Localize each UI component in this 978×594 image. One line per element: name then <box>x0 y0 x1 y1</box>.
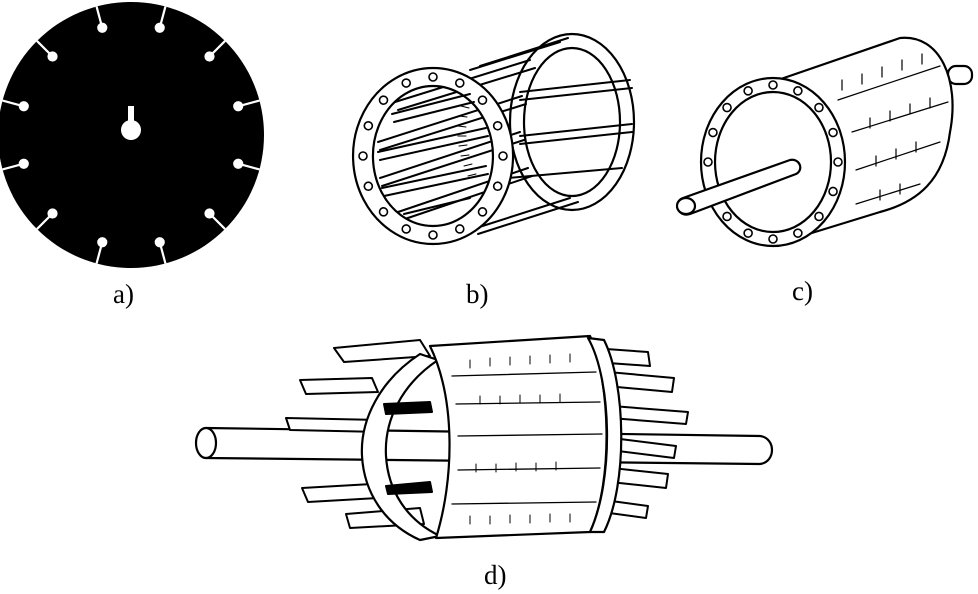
disc-slot-end <box>97 237 108 248</box>
bolt-hole <box>401 78 412 88</box>
bolt-hole <box>722 102 732 113</box>
panel-c: c) <box>675 36 974 306</box>
disc-slot-end <box>18 101 29 112</box>
caption-b: b) <box>466 279 489 309</box>
cooling-fins <box>285 339 689 529</box>
keyway <box>128 106 134 122</box>
bolt-hole <box>454 224 465 234</box>
bolt-hole <box>743 86 753 96</box>
bolt-hole <box>378 95 389 105</box>
bolt-hole <box>743 228 753 238</box>
bolt-hole <box>477 95 488 105</box>
bolt-hole <box>768 234 778 244</box>
bolt-hole <box>498 151 508 161</box>
bolt-hole <box>814 102 824 113</box>
caption-d: d) <box>484 560 507 590</box>
disc-slot-end <box>18 158 29 169</box>
bolt-hole <box>708 127 718 138</box>
flange-bolt-holes <box>358 72 508 240</box>
bolt-hole <box>833 157 843 167</box>
rotor-core <box>428 334 608 540</box>
bolt-hole <box>363 120 374 131</box>
bolt-hole <box>793 86 803 96</box>
core-right-end-ring <box>586 336 623 534</box>
rotor-core-with-shaft-icon <box>194 334 774 542</box>
front-end-ring <box>351 66 515 246</box>
disc-slot-end <box>97 22 108 33</box>
assembled-rotor-icon <box>675 36 974 248</box>
bolt-hole <box>378 207 389 217</box>
core-left-end-ring <box>360 352 442 542</box>
bolt-hole <box>492 181 503 192</box>
front-end-plate-inner <box>713 90 833 234</box>
disc-slot-end <box>233 101 244 112</box>
bolt-hole <box>358 151 368 161</box>
inner-spokes <box>383 401 433 495</box>
bolt-hole <box>768 80 778 90</box>
disc-slot-end <box>154 237 165 248</box>
shaft-end <box>675 196 697 216</box>
bolt-hole <box>828 127 838 138</box>
front-inner-bars <box>377 93 489 215</box>
panel-b: b) <box>351 32 636 309</box>
caption-a: a) <box>113 279 134 309</box>
disc-slot-end <box>204 208 215 219</box>
squirrel-cage-icon <box>351 32 636 246</box>
rotor-surface-lines <box>837 53 949 205</box>
core-ticks <box>469 353 571 525</box>
bolt-hole <box>492 120 503 131</box>
lamination-disc-icon <box>0 2 264 268</box>
disc-slot-end <box>47 51 58 62</box>
long-shaft-left-end <box>194 426 218 460</box>
bolt-hole <box>793 228 803 238</box>
bolt-hole <box>828 186 838 197</box>
disc-slots <box>2 6 260 264</box>
shaft-hole <box>121 120 141 140</box>
disc-slot-end <box>154 22 165 33</box>
rear-shaft-stub <box>946 64 974 86</box>
bolt-hole <box>477 207 488 217</box>
back-end-ring <box>508 32 636 212</box>
bolt-hole <box>428 72 438 82</box>
bolt-hole <box>703 157 713 167</box>
bolt-hole <box>454 78 465 88</box>
bolt-hole <box>722 211 732 222</box>
back-end-ring-inner <box>522 46 622 198</box>
end-plate-bolt-holes <box>703 80 843 244</box>
disc-slot-end <box>233 158 244 169</box>
front-end-plate <box>699 76 847 248</box>
caption-c: c) <box>792 276 813 306</box>
bolt-hole <box>428 230 438 240</box>
disc-slot-end <box>47 208 58 219</box>
panel-d: d) <box>194 334 774 590</box>
bolt-hole <box>814 211 824 222</box>
bolt-hole <box>401 224 412 234</box>
disc-slot-end <box>204 51 215 62</box>
bolt-hole <box>363 181 374 192</box>
panel-a: a) <box>0 2 264 309</box>
